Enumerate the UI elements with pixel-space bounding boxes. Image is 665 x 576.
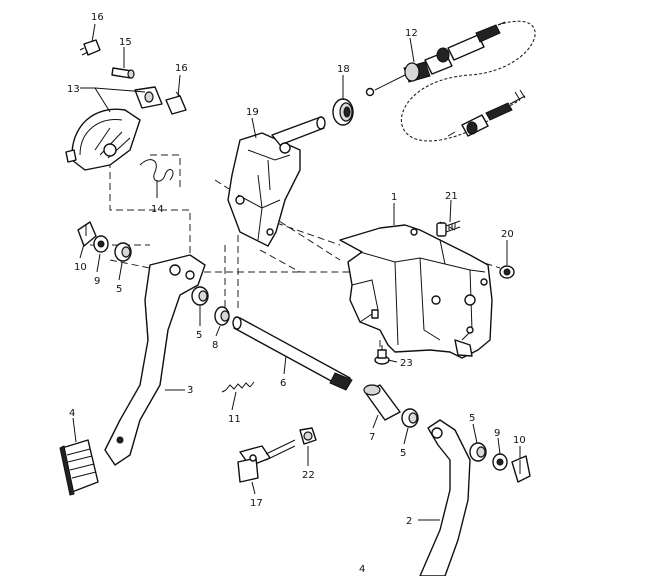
callout-23: 23 [400,358,413,369]
callout-19: 19 [246,107,259,118]
pedal-3 [104,254,206,466]
nut-20 [499,265,515,279]
callout-16-right: 16 [175,63,188,74]
callout-5-left: 5 [116,284,122,295]
tube-7 [363,384,401,421]
bush-8 [214,306,230,326]
callout-labels: 16 15 13 16 14 12 18 19 1 21 20 10 9 5 5… [67,12,526,575]
callout-4-bottom: 4 [359,564,365,575]
bracket-19 [227,116,326,247]
callout-9-right: 9 [494,428,500,439]
callout-1: 1 [391,192,397,203]
clip-10-right [511,455,531,483]
bracket-1 [339,224,493,359]
callout-5-centre: 5 [196,330,202,341]
bolt-21 [436,220,461,237]
callout-10-left: 10 [74,262,87,273]
shaft-6 [232,316,353,391]
clip-16-top [79,39,101,56]
callout-20: 20 [501,229,514,240]
pedal-pad-4 [59,439,99,496]
pin-15 [111,67,135,79]
washer-9-left [93,235,109,253]
callout-7: 7 [369,432,375,443]
nut-22 [299,427,317,445]
callout-2: 2 [406,516,412,527]
clip-16-right [165,91,187,115]
callout-21: 21 [445,191,458,202]
callout-16-top: 16 [91,12,104,23]
callout-11: 11 [228,414,241,425]
callout-9-left: 9 [94,276,100,287]
bush-18 [332,98,354,126]
callout-14: 14 [151,204,164,215]
bolt-23 [374,345,390,365]
callout-18: 18 [337,64,350,75]
quadrant-13 [65,86,163,171]
washer-9-right [492,453,508,471]
bush-5-right-b [469,442,487,462]
callout-8: 8 [212,340,218,351]
spring-14 [139,159,174,182]
callout-17: 17 [250,498,263,509]
switch-17 [237,439,296,483]
callout-13: 13 [67,84,80,95]
callout-10-right: 10 [513,435,526,446]
leader-lines [72,23,521,521]
callout-15: 15 [119,37,132,48]
callout-5-right-a: 5 [400,448,406,459]
callout-12: 12 [405,28,418,39]
pedal-2 [419,419,471,576]
bush-5-centre [191,286,209,306]
callout-4-left: 4 [69,408,75,419]
bush-5-left [114,242,132,262]
bush-5-right-a [401,408,419,428]
clip-10-left [77,221,97,247]
clutch-cable [365,20,536,142]
spring-11 [221,381,255,393]
callout-3: 3 [187,385,193,396]
callout-6: 6 [280,378,286,389]
callout-22: 22 [302,470,315,481]
callout-5-right-b: 5 [469,413,475,424]
